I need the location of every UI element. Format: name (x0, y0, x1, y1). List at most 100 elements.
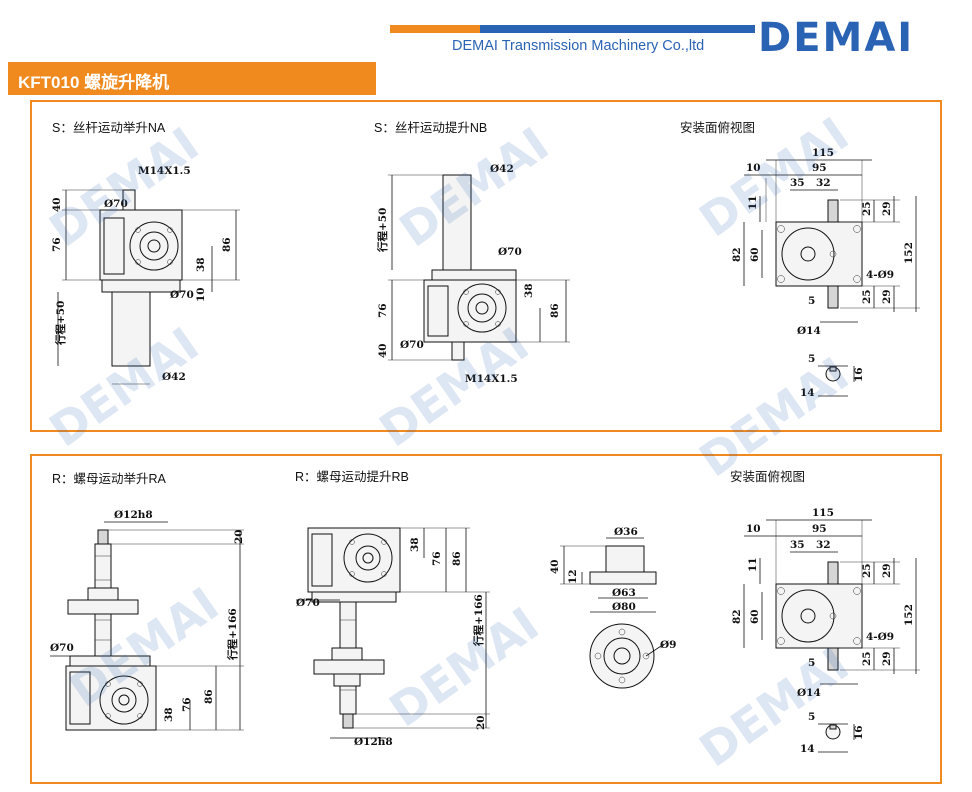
rb-dim-h86: 86 (451, 551, 463, 566)
header-blue-stripe (480, 25, 755, 33)
tv2-dim-11: 11 (747, 557, 759, 572)
ra-screw-top (97, 529, 109, 545)
nut-hub-side (605, 545, 645, 573)
rb-base (311, 591, 397, 603)
tv2-dim-82: 82 (731, 609, 743, 624)
tv1-dim-key14: 14 (800, 387, 815, 399)
tv1-dim-115: 115 (812, 147, 834, 159)
rb-nut-hub (331, 647, 363, 661)
label-nb: S：丝杆运动提升NB (374, 121, 488, 135)
ra-dim-h76: 76 (181, 697, 193, 712)
nb-dim-d42: Ø42 (490, 163, 514, 175)
tv2-dim-29b: 29 (881, 651, 893, 666)
company-logo: DEMAI (758, 15, 915, 61)
rb-dim-h38: 38 (409, 537, 421, 552)
tv2-dim-10: 10 (746, 523, 761, 535)
tv2-shaft-bottom (827, 647, 839, 671)
nb-dim-stroke: 行程+50 (376, 208, 389, 253)
ra-nut-flange (67, 599, 139, 615)
drawing-na: M14X1.5 Ø70 Ø70 Ø42 40 76 38 86 10 行程+50 (51, 165, 240, 385)
tv2-dim-25a: 25 (861, 563, 873, 578)
tv2-shaft-top (827, 561, 839, 585)
rb-dim-d12: Ø12h8 (354, 736, 393, 748)
title-bar (8, 62, 376, 95)
panel-nut-motion (30, 454, 942, 784)
tv1-dim-82: 82 (731, 247, 743, 262)
na-base (101, 279, 181, 293)
tv1-dim-25a: 25 (861, 201, 873, 216)
tv1-dim-32: 32 (816, 177, 831, 189)
nb-base (431, 269, 517, 281)
tv1-dim-25b: 25 (861, 289, 873, 304)
na-dim-h38: 38 (195, 257, 207, 272)
rb-dim-h20: 20 (475, 715, 487, 730)
ra-dim-h86: 86 (203, 689, 215, 704)
label-rb: R：螺母运动提升RB (295, 470, 409, 484)
tv2-dim-32: 32 (816, 539, 831, 551)
tv2-dim-60: 60 (749, 609, 761, 624)
nut-dim-h12: 12 (567, 569, 579, 584)
drawing-top-view-1: 115 95 10 35 32 11 25 29 82 60 152 4-Ø9 … (731, 147, 920, 399)
tv2-dim-key16: 16 (853, 725, 865, 740)
tv1-dim-11: 11 (747, 195, 759, 210)
nb-screw-end (451, 341, 465, 361)
rb-dim-h76: 76 (431, 551, 443, 566)
tv1-dim-29b: 29 (881, 289, 893, 304)
na-dim-d70b: Ø70 (170, 289, 194, 301)
na-dim-h86: 86 (221, 237, 233, 252)
tv2-dim-d14: Ø14 (797, 687, 821, 699)
nb-dim-d70b: Ø70 (400, 339, 424, 351)
product-title: KFT010 螺旋升降机 (18, 73, 170, 92)
header-orange-stripe (390, 25, 480, 33)
nb-dim-d70a: Ø70 (498, 246, 522, 258)
nut-dim-d36: Ø36 (614, 526, 638, 538)
tv1-dim-d14: Ø14 (797, 325, 821, 337)
nb-tube (442, 174, 472, 271)
tv1-dim-152: 152 (903, 242, 915, 264)
na-dim-thread: M14X1.5 (138, 165, 191, 177)
tv2-dim-35: 35 (790, 539, 805, 551)
tv2-dim-25b: 25 (861, 651, 873, 666)
drawing-nb: Ø42 Ø70 Ø70 M14X1.5 40 76 38 86 行程+50 (376, 163, 570, 385)
nut-dim-d9: Ø9 (660, 639, 676, 651)
ra-dim-stroke: 行程+166 (226, 608, 239, 661)
tv2-dim-holes: 4-Ø9 (866, 631, 894, 643)
tv2-dim-115: 115 (812, 507, 834, 519)
tv1-dim-key5: 5 (808, 353, 815, 365)
tv1-dim-35: 35 (790, 177, 805, 189)
ra-dim-d12: Ø12h8 (114, 509, 153, 521)
ra-dim-d70: Ø70 (50, 642, 74, 654)
nb-dim-h76: 76 (377, 303, 389, 318)
tv2-dim-k5: 5 (808, 657, 815, 669)
tv2-dim-95: 95 (812, 523, 827, 535)
tv1-dim-holes: 4-Ø9 (866, 269, 894, 281)
drawing-ra: Ø12h8 20 Ø70 行程+166 38 76 86 (50, 509, 245, 731)
ra-nut-hub (87, 587, 119, 601)
tv1-dim-29a: 29 (881, 201, 893, 216)
tv1-dim-95: 95 (812, 162, 827, 174)
nb-dim-h86: 86 (549, 303, 561, 318)
tv1-dim-key16: 16 (853, 367, 865, 382)
panel-screw-motion (30, 100, 942, 432)
nut-dim-d63: Ø63 (612, 587, 636, 599)
ra-dim-h20: 20 (233, 529, 245, 544)
na-dim-h76: 76 (51, 237, 63, 252)
rb-dim-d70: Ø70 (296, 597, 320, 609)
na-dim-stroke: 行程+50 (54, 301, 67, 346)
tv2-dim-29a: 29 (881, 563, 893, 578)
nut-flange-side (589, 571, 657, 585)
drawing-top-view-2: 115 95 10 35 32 11 25 29 82 60 152 4-Ø9 … (731, 507, 920, 755)
nb-dim-h38: 38 (523, 283, 535, 298)
ra-dim-h38: 38 (163, 707, 175, 722)
drawing-nut-flange: Ø36 40 12 Ø63 Ø80 Ø9 (549, 526, 676, 689)
nut-dim-d80: Ø80 (612, 601, 636, 613)
na-dim-d42: Ø42 (162, 371, 186, 383)
tv1-dim-60: 60 (749, 247, 761, 262)
tv2-dim-key14: 14 (800, 743, 815, 755)
na-dim-h40: 40 (51, 197, 63, 212)
tv1-shaft-top (827, 199, 839, 223)
rb-nut-flange (313, 659, 385, 675)
tv1-shaft-bottom (827, 285, 839, 309)
label-top-view-1: 安装面俯视图 (680, 121, 756, 135)
